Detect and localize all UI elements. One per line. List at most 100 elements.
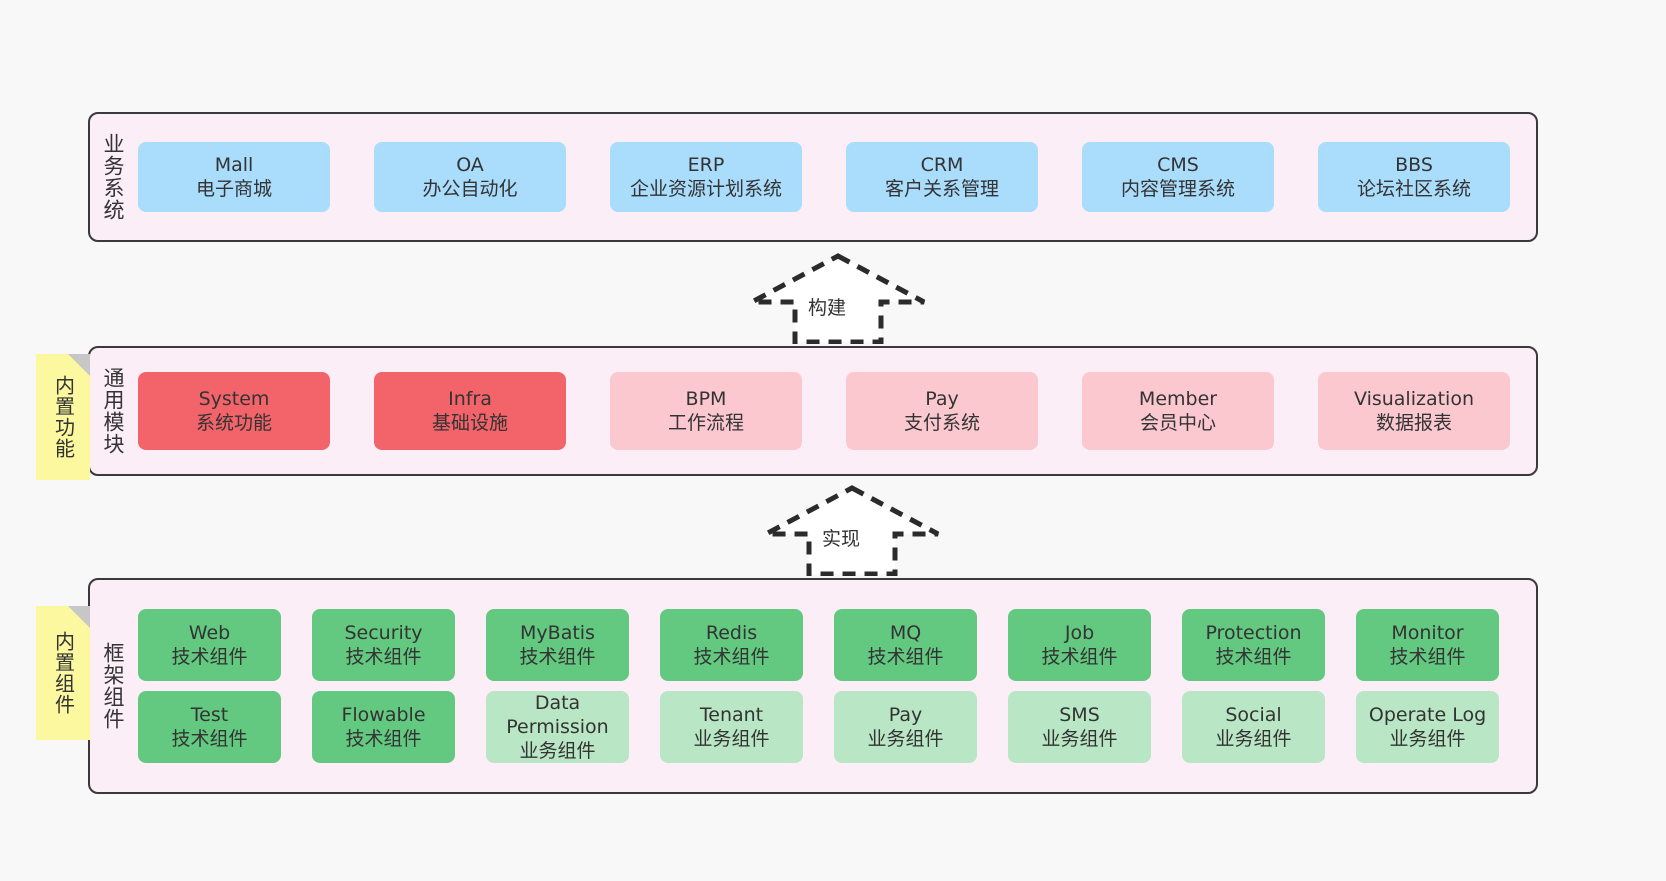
connector-build-label: 构建 [808, 297, 847, 319]
page-fold-icon [68, 606, 90, 628]
module-box-test[interactable]: Test 技术组件 [138, 691, 281, 763]
module-title: Pay [925, 387, 959, 410]
module-subtitle: 技术组件 [693, 646, 770, 668]
module-subtitle: 技术组件 [171, 646, 248, 668]
module-subtitle: 业务组件 [1215, 728, 1292, 750]
module-title: MyBatis [520, 621, 595, 644]
layer-business-system: 业务系统 Mall 电子商城 OA 办公自动化 ERP 企业资源计划系统 CRM… [88, 112, 1538, 242]
module-box-data-permission[interactable]: Data Permission 业务组件 [486, 691, 629, 763]
module-box-web[interactable]: Web 技术组件 [138, 609, 281, 681]
module-subtitle: 技术组件 [345, 646, 422, 668]
module-title: Security [344, 621, 423, 644]
module-box-security[interactable]: Security 技术组件 [312, 609, 455, 681]
layer-common-module: 通用模块 System 系统功能 Infra 基础设施 BPM 工作流程 Pay… [88, 346, 1538, 476]
sticky-note-text: 内置功能 [51, 375, 76, 459]
module-box-infra[interactable]: Infra 基础设施 [374, 372, 566, 450]
module-title: ERP [687, 153, 725, 176]
module-subtitle: 技术组件 [519, 646, 596, 668]
layer-body-business-system: Mall 电子商城 OA 办公自动化 ERP 企业资源计划系统 CRM 客户关系… [134, 114, 1536, 240]
module-box-tenant[interactable]: Tenant 业务组件 [660, 691, 803, 763]
module-title: Flowable [341, 703, 426, 726]
module-box-monitor[interactable]: Monitor 技术组件 [1356, 609, 1499, 681]
module-title: Member [1138, 387, 1218, 410]
implement-arrow-outline [764, 485, 940, 576]
module-title: MQ [889, 621, 922, 644]
module-title: Visualization [1353, 387, 1474, 410]
module-box-visualization[interactable]: Visualization 数据报表 [1318, 372, 1510, 450]
sticky-note-builtin-component: 内置组件 [36, 606, 90, 740]
module-title: Mall [214, 153, 254, 176]
module-box-member[interactable]: Member 会员中心 [1082, 372, 1274, 450]
module-row: System 系统功能 Infra 基础设施 BPM 工作流程 Pay 支付系统… [138, 372, 1522, 450]
module-box-bpm[interactable]: BPM 工作流程 [610, 372, 802, 450]
module-row-business: Test 技术组件 Flowable 技术组件 Data Permission … [138, 691, 1522, 763]
module-subtitle: 技术组件 [171, 728, 248, 750]
module-title: BPM [685, 387, 727, 410]
module-subtitle: 技术组件 [1389, 646, 1466, 668]
module-subtitle: 工作流程 [667, 412, 744, 434]
module-box-bbs[interactable]: BBS 论坛社区系统 [1318, 142, 1510, 212]
module-subtitle: 客户关系管理 [884, 178, 999, 200]
module-box-flowable[interactable]: Flowable 技术组件 [312, 691, 455, 763]
module-title: Pay [888, 703, 923, 726]
connector-implement-arrow [764, 485, 940, 576]
module-title: Protection [1205, 621, 1302, 644]
module-box-system[interactable]: System 系统功能 [138, 372, 330, 450]
module-title: Tenant [699, 703, 764, 726]
module-subtitle: 业务组件 [867, 728, 944, 750]
layer-title-framework-component: 框架组件 [100, 642, 125, 730]
module-title: CRM [920, 153, 964, 176]
module-title: BBS [1395, 153, 1433, 176]
module-box-mq[interactable]: MQ 技术组件 [834, 609, 977, 681]
module-box-social[interactable]: Social 业务组件 [1182, 691, 1325, 763]
sticky-note-builtin-function: 内置功能 [36, 354, 90, 480]
connector-implement-label: 实现 [822, 528, 861, 550]
module-box-pay-business[interactable]: Pay 业务组件 [834, 691, 977, 763]
module-title: Web [188, 621, 231, 644]
module-box-mybatis[interactable]: MyBatis 技术组件 [486, 609, 629, 681]
module-subtitle: 论坛社区系统 [1356, 178, 1471, 200]
module-box-redis[interactable]: Redis 技术组件 [660, 609, 803, 681]
module-subtitle: 技术组件 [1041, 646, 1118, 668]
module-box-operate-log[interactable]: Operate Log 业务组件 [1356, 691, 1499, 763]
module-row: Mall 电子商城 OA 办公自动化 ERP 企业资源计划系统 CRM 客户关系… [138, 142, 1522, 212]
module-subtitle: 业务组件 [1389, 728, 1466, 750]
module-box-protection[interactable]: Protection 技术组件 [1182, 609, 1325, 681]
module-title: OA [456, 153, 484, 176]
module-subtitle: 业务组件 [1041, 728, 1118, 750]
module-title: SMS [1059, 703, 1100, 726]
layer-title-common-module: 通用模块 [100, 367, 125, 455]
module-subtitle: 会员中心 [1139, 412, 1216, 434]
module-box-cms[interactable]: CMS 内容管理系统 [1082, 142, 1274, 212]
layer-title-business-system: 业务系统 [100, 133, 125, 221]
page-fold-icon [68, 354, 90, 376]
module-subtitle: 技术组件 [867, 646, 944, 668]
module-box-erp[interactable]: ERP 企业资源计划系统 [610, 142, 802, 212]
module-title: Social [1225, 703, 1282, 726]
module-subtitle: 基础设施 [431, 412, 508, 434]
module-title: Data Permission [506, 691, 609, 738]
module-title: Infra [448, 387, 492, 410]
module-box-crm[interactable]: CRM 客户关系管理 [846, 142, 1038, 212]
module-title: System [198, 387, 270, 410]
layer-body-framework-component: Web 技术组件 Security 技术组件 MyBatis 技术组件 Redi… [134, 580, 1536, 792]
module-subtitle: 内容管理系统 [1120, 178, 1235, 200]
module-row-technical: Web 技术组件 Security 技术组件 MyBatis 技术组件 Redi… [138, 609, 1522, 681]
module-box-mall[interactable]: Mall 电子商城 [138, 142, 330, 212]
module-title: Operate Log [1368, 703, 1487, 726]
module-title: Redis [705, 621, 758, 644]
layer-body-common-module: System 系统功能 Infra 基础设施 BPM 工作流程 Pay 支付系统… [134, 348, 1536, 474]
module-subtitle: 系统功能 [195, 412, 272, 434]
module-box-job[interactable]: Job 技术组件 [1008, 609, 1151, 681]
connector-build-arrow [750, 253, 926, 344]
build-arrow-outline [750, 253, 926, 344]
module-box-oa[interactable]: OA 办公自动化 [374, 142, 566, 212]
module-box-pay[interactable]: Pay 支付系统 [846, 372, 1038, 450]
module-box-sms[interactable]: SMS 业务组件 [1008, 691, 1151, 763]
module-subtitle: 企业资源计划系统 [629, 178, 782, 200]
module-title: Monitor [1391, 621, 1464, 644]
module-title: Job [1064, 621, 1095, 644]
module-subtitle: 技术组件 [345, 728, 422, 750]
module-subtitle: 业务组件 [693, 728, 770, 750]
